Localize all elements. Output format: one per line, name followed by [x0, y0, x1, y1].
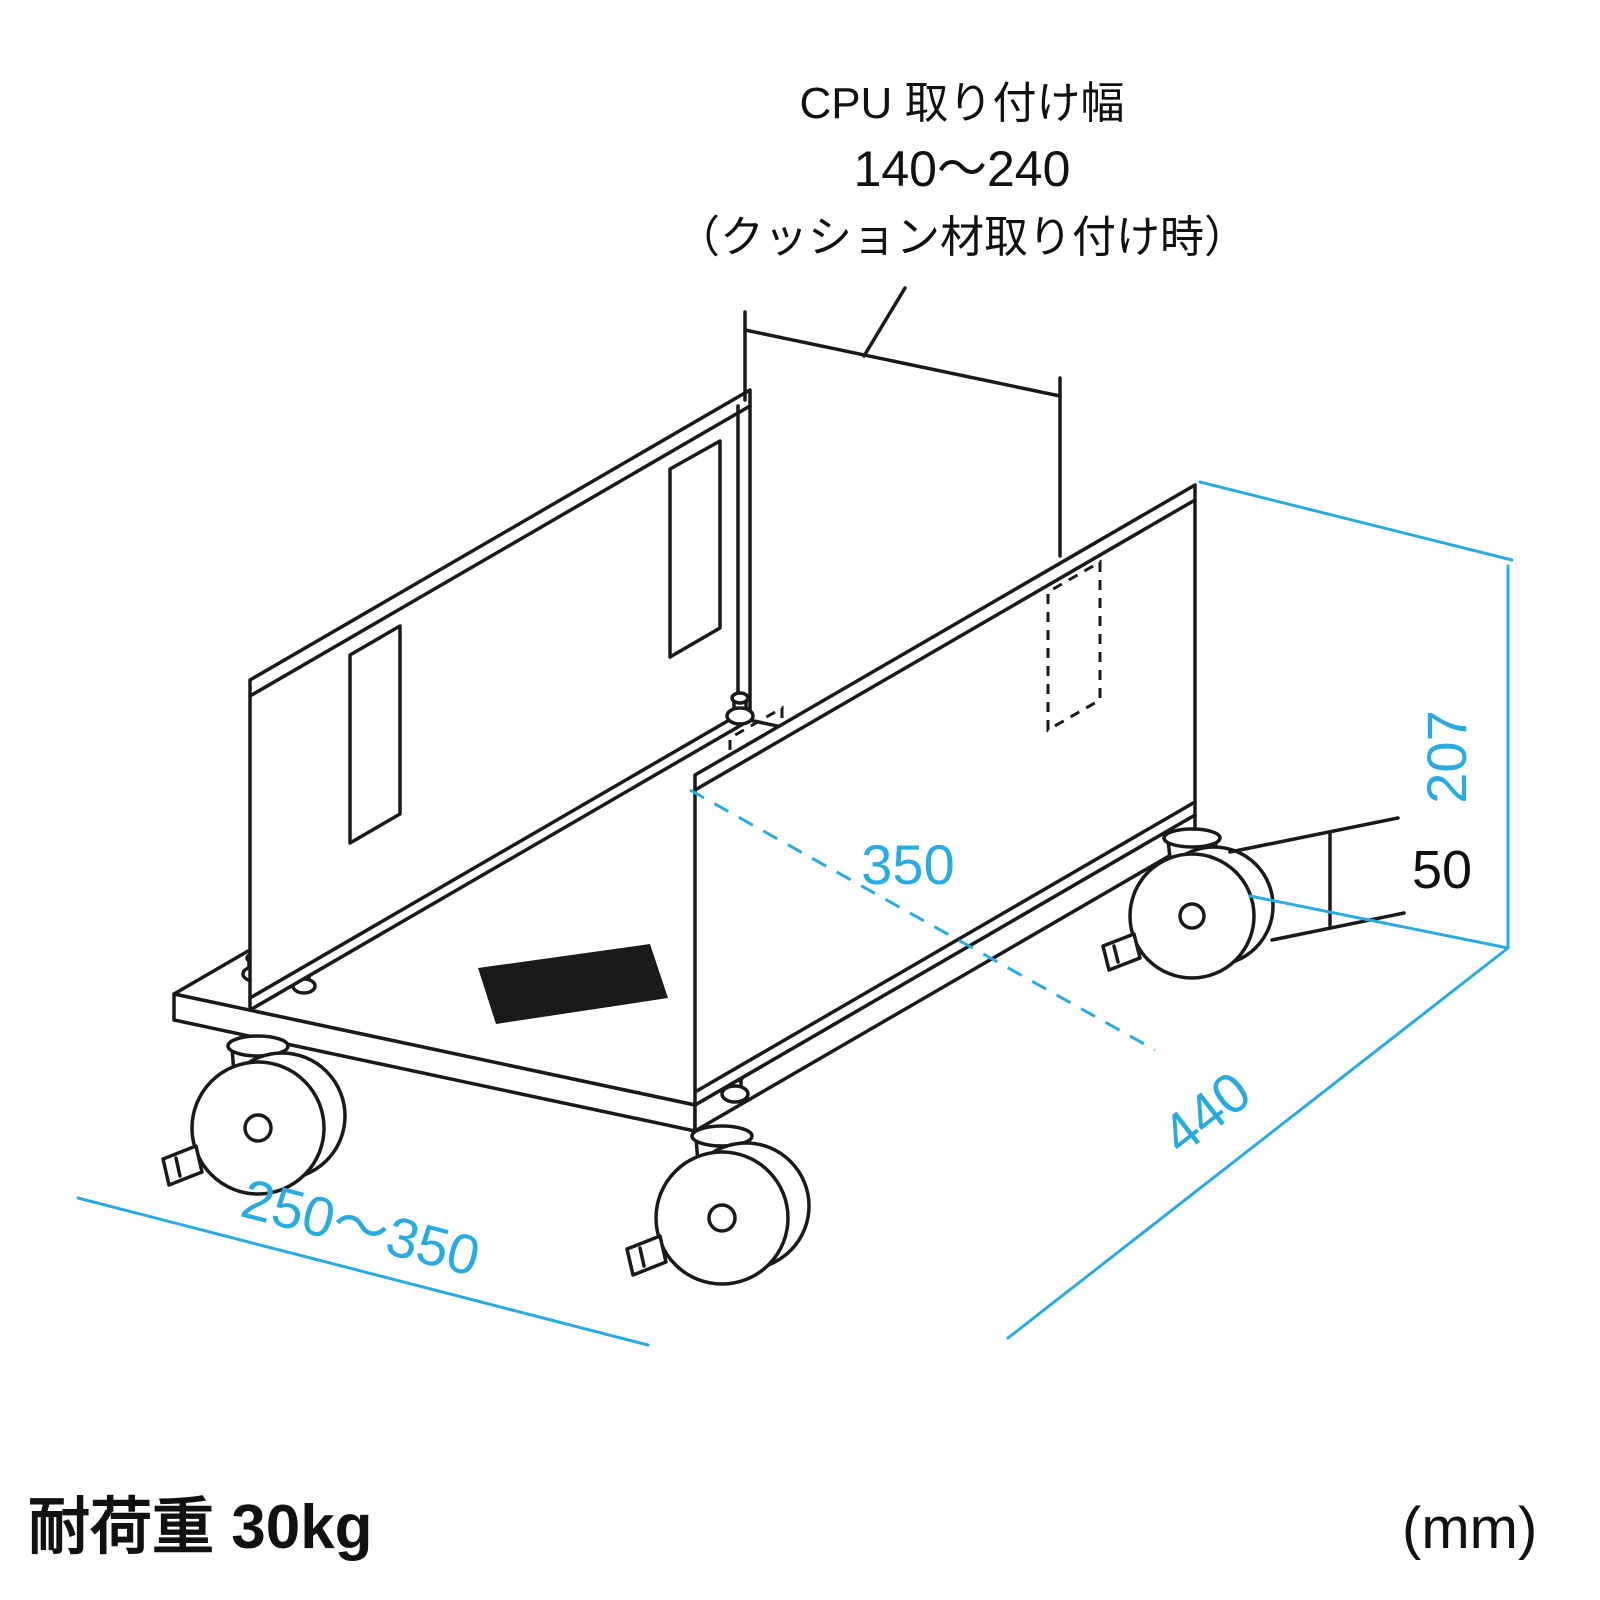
- cushion-pad-left-1: [348, 624, 402, 845]
- caster-front-center: [625, 1124, 811, 1286]
- depth-dimension-line: [689, 788, 1156, 1052]
- unit-label: (mm): [1402, 1496, 1537, 1561]
- clamp-knob-top: [725, 691, 755, 726]
- length-dim-label: 440: [1150, 1059, 1262, 1166]
- brake-lever: [161, 1144, 204, 1187]
- left-side-panel: [248, 388, 752, 1012]
- depth-dim-label: 350: [861, 833, 954, 896]
- clearance-dim-label: 50: [1412, 840, 1472, 900]
- caster-right: [1101, 827, 1275, 980]
- load-capacity-label: 耐荷重 30kg: [28, 1493, 373, 1562]
- brake-lever: [625, 1234, 668, 1277]
- cpu-width-dimension-lines: [743, 286, 1062, 558]
- caster-front-left: [161, 1034, 347, 1196]
- height-dimension-lines: [1198, 480, 1514, 950]
- hidden-cushion-pad-right: [1046, 559, 1102, 733]
- leader-line: [862, 286, 907, 358]
- right-side-panel: [693, 483, 1197, 1107]
- cpu-width-label-line2: 140〜240: [854, 141, 1071, 197]
- base-cushion-pad: [478, 944, 668, 1024]
- length-dimension-line: [1006, 946, 1510, 1340]
- cpu-width-label-line3: （クッション材取り付け時）: [676, 213, 1248, 262]
- width-dimension-line: [76, 1196, 650, 1347]
- cushion-pad-left-2: [668, 439, 722, 659]
- brake-lever: [1101, 932, 1142, 972]
- height-dim-label: 207: [1415, 710, 1478, 803]
- cpu-width-label-line1: CPU 取り付け幅: [799, 79, 1124, 128]
